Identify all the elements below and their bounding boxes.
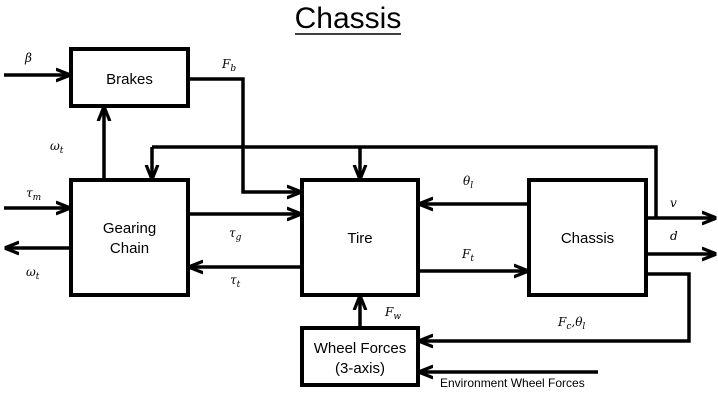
omega-t-bottom-label: ωt <box>26 265 40 282</box>
brakes-to-tire-fb-arrow <box>188 77 300 192</box>
v-label: v <box>670 196 677 210</box>
tau-t-label: τt <box>230 273 241 290</box>
tau-g-label: τg <box>229 226 242 243</box>
fc-theta-label: Fc,θl <box>557 315 585 332</box>
omega-t-top-label: ωt <box>50 139 64 156</box>
chassis-block: Chassis <box>527 178 648 297</box>
theta-l-label: θl <box>463 174 473 191</box>
fb-label: Fb <box>221 57 236 74</box>
feedback-bus-line <box>152 145 658 218</box>
tire-label: Tire <box>347 230 372 247</box>
tire-block: Tire <box>300 178 420 297</box>
d-label: d <box>670 229 678 243</box>
diagram-title: Chassis <box>295 2 402 35</box>
chassis-to-wheel-forces-arrow <box>420 272 691 341</box>
chassis-label: Chassis <box>561 230 614 247</box>
tau-m-label: τm <box>26 186 41 203</box>
fw-label: Fw <box>384 305 401 322</box>
brakes-block: Brakes <box>69 47 190 108</box>
wheel-forces-label: Wheel Forces(3-axis) <box>314 340 407 377</box>
ft-label: Ft <box>461 247 474 264</box>
brakes-label: Brakes <box>106 71 153 88</box>
environment-wheel-forces-label: Environment Wheel Forces <box>440 376 585 390</box>
beta-label: β <box>24 51 32 65</box>
wheel-forces-block: Wheel Forces(3-axis) <box>300 326 420 387</box>
